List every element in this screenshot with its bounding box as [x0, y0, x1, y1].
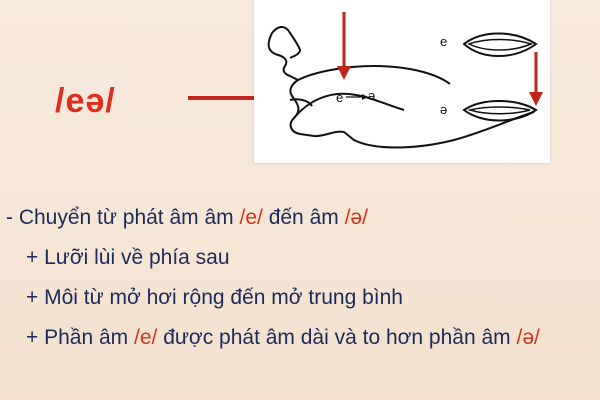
phoneme-highlight: /ə/: [516, 326, 540, 349]
tongue-outline: [293, 92, 405, 119]
bullet-prefix: +: [26, 326, 45, 349]
phoneme-highlight: /e/: [134, 326, 158, 349]
bullet-item: + Phần âm /e/ được phát âm dài và to hơn…: [6, 325, 540, 365]
down-arrow-icon: [337, 12, 351, 80]
lower-lip-outline: [289, 98, 313, 107]
bullet-text: Chuyển từ phát âm âm: [18, 206, 240, 229]
lips-open-wide: [462, 32, 538, 57]
bullet-text: Phần âm: [44, 326, 134, 349]
phoneme-highlight: /ə/: [344, 206, 368, 229]
phoneme-highlight: /e/: [239, 206, 263, 229]
bullet-list: - Chuyển từ phát âm âm /e/ đến âm /ə/ + …: [6, 205, 540, 365]
tongue-label-schwa: ə: [368, 88, 375, 103]
bullet-item: + Lưỡi lùi về phía sau: [6, 245, 540, 285]
articulation-diagram: e ə e ə: [254, 0, 550, 163]
bullet-prefix: -: [6, 206, 19, 229]
bullet-text: được phát âm dài và to hơn phần âm: [157, 326, 517, 349]
tongue-label-e: e: [336, 90, 343, 105]
nose-outline: [271, 26, 302, 59]
mouth-label-schwa: ə: [440, 102, 447, 117]
ipa-symbol: /eə/: [55, 82, 116, 120]
bullet-prefix: +: [26, 246, 45, 269]
palate-outline: [297, 64, 451, 85]
bullet-text: Môi từ mở hơi rộng đến mở trung bình: [44, 286, 403, 309]
lip-transition-arrow-icon: [529, 52, 543, 106]
bullet-item: + Môi từ mở hơi rộng đến mở trung bình: [6, 285, 540, 325]
mouth-label-e: e: [440, 34, 447, 49]
bullet-prefix: +: [26, 286, 45, 309]
tongue-movement-arrow-icon: [346, 94, 368, 100]
bullet-text: Lưỡi lùi về phía sau: [44, 246, 230, 269]
bullet-item: - Chuyển từ phát âm âm /e/ đến âm /ə/: [6, 205, 540, 245]
lips-open-medium: [462, 100, 538, 122]
bullet-text: đến âm: [262, 206, 345, 229]
articulation-diagram-svg: e ə e ə: [267, 12, 543, 149]
